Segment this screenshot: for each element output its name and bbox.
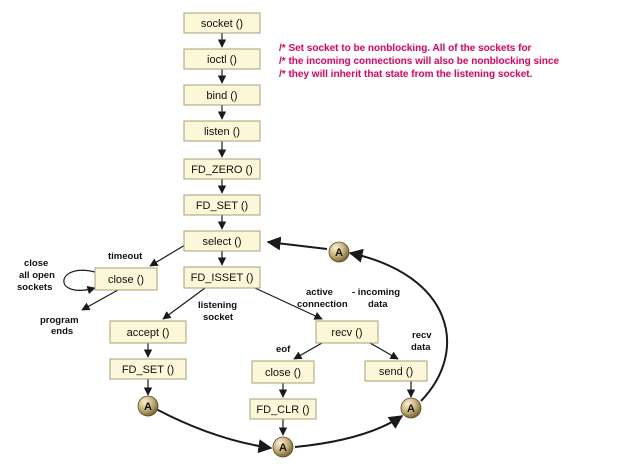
- timeout-label: timeout: [108, 251, 143, 262]
- fd-clr-label: FD_CLR (): [256, 404, 309, 416]
- close-all-label-2: all open: [19, 270, 55, 281]
- connector-a-bottom: A: [272, 436, 294, 458]
- socket-box: socket (): [183, 12, 261, 34]
- connector-a-left: A: [137, 395, 159, 417]
- bind-label: bind (): [206, 90, 237, 102]
- incoming-label-1: - incoming: [352, 287, 400, 298]
- connector-a-bottom-label: A: [279, 442, 287, 454]
- select-label: select (): [202, 236, 241, 248]
- fd-zero-box: FD_ZERO (): [183, 158, 261, 180]
- close-mid-box: close (): [251, 360, 315, 384]
- connector-a-top: A: [328, 241, 350, 263]
- program-ends-label-1: program: [40, 315, 79, 326]
- fd-isset-label: FD_ISSET (): [191, 272, 254, 284]
- program-ends-label-2: ends: [51, 326, 73, 337]
- fd-set-bottom-label: FD_SET (): [122, 364, 174, 376]
- connector-a-top-label: A: [335, 247, 343, 259]
- send-label: send (): [379, 366, 413, 378]
- socket-label: socket (): [201, 18, 243, 30]
- active-label-2: connection: [297, 299, 348, 310]
- listening-label-1: listening: [198, 300, 237, 311]
- comment-line-3: /* they will inherit that state from the…: [279, 69, 533, 80]
- listening-label-2: socket: [203, 312, 234, 323]
- connector-a-right: A: [400, 397, 422, 419]
- fd-set-bottom-box: FD_SET (): [109, 358, 187, 380]
- close-mid-label: close (): [265, 367, 301, 379]
- close-all-label-3: sockets: [17, 282, 52, 293]
- comment-line-2: /* the incoming connections will also be…: [279, 56, 559, 67]
- connector-a-right-label: A: [407, 403, 415, 415]
- bind-box: bind (): [183, 84, 261, 106]
- fd-set-top-box: FD_SET (): [183, 194, 261, 216]
- recv-box: recv (): [315, 320, 379, 344]
- close-left-box: close (): [94, 267, 158, 291]
- active-label-1: active: [306, 287, 333, 298]
- recv-data-label-1: recv: [412, 330, 432, 341]
- ioctl-label: ioctl (): [207, 54, 237, 66]
- recv-data-label-2: data: [411, 342, 431, 353]
- recv-label: recv (): [331, 327, 362, 339]
- accept-box: accept (): [109, 320, 187, 344]
- close-left-label: close (): [108, 274, 144, 286]
- incoming-label-2: data: [368, 299, 388, 310]
- select-box: select (): [183, 230, 261, 252]
- listen-label: listen (): [204, 126, 240, 138]
- ioctl-box: ioctl (): [183, 48, 261, 70]
- fd-zero-label: FD_ZERO (): [191, 164, 253, 176]
- send-box: send (): [364, 360, 428, 382]
- eof-label: eof: [276, 344, 291, 355]
- fd-clr-box: FD_CLR (): [249, 398, 317, 420]
- fd-set-top-label: FD_SET (): [196, 200, 248, 212]
- comment-line-1: /* Set socket to be nonblocking. All of …: [279, 43, 532, 54]
- accept-label: accept (): [127, 327, 170, 339]
- fd-isset-box: FD_ISSET (): [183, 266, 261, 289]
- connector-lines: [63, 33, 448, 454]
- listen-box: listen (): [183, 120, 261, 142]
- close-all-label-1: close: [24, 258, 48, 269]
- connector-a-left-label: A: [144, 401, 152, 413]
